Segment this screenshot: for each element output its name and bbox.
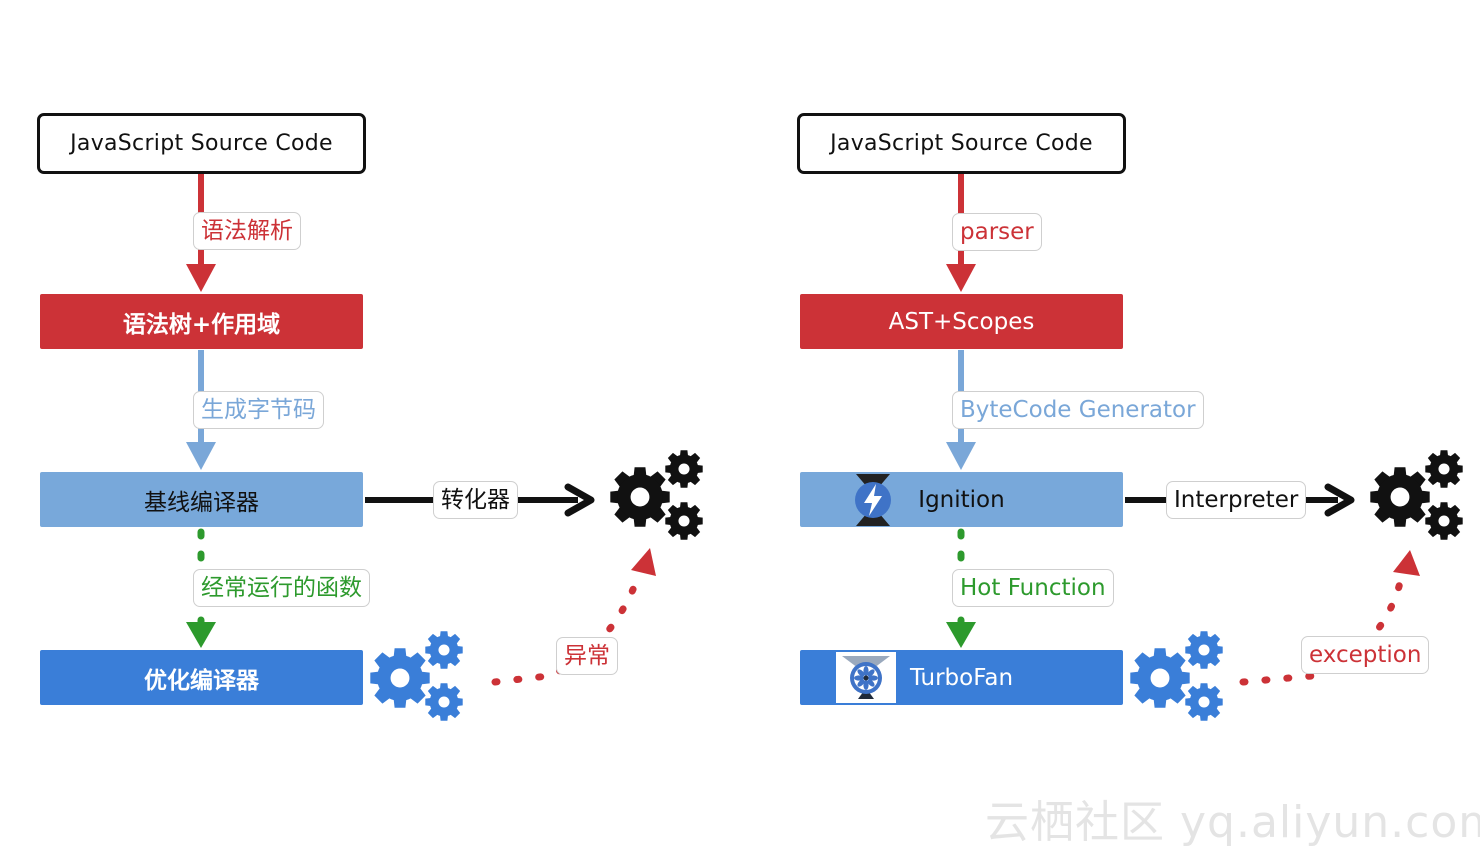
right-bytecode-generator-label: ByteCode Generator [952,391,1204,429]
right-ast-box: AST+Scopes [800,294,1123,349]
left-source-code-box: JavaScript Source Code [37,113,366,174]
left-black-gears-icon [610,450,702,539]
right-source-code-box: JavaScript Source Code [797,113,1126,174]
turbofan-logo-icon [836,652,896,703]
right-parser-label: parser [952,213,1042,251]
right-ignition-text: Ignition [918,486,1005,513]
right-turbofan-text: TurboFan [909,664,1014,691]
right-ignition-box: Ignition [800,472,1123,527]
left-exception-arrow [491,548,656,686]
left-hot-function-label: 经常运行的函数 [193,569,370,607]
left-baseline-compiler-box: 基线编译器 [40,472,363,527]
left-exception-label: 异常 [556,637,618,675]
right-turbofan-box: TurboFan [800,650,1123,705]
left-convert-label: 转化器 [433,481,518,519]
left-blue-gears-icon [370,631,462,720]
left-bytecode-label: 生成字节码 [193,391,324,429]
left-ast-text: 语法树+作用域 [122,311,281,338]
right-hot-function-label: Hot Function [952,569,1114,607]
left-source-code-text: JavaScript Source Code [70,131,333,156]
right-black-gears-icon [1370,450,1462,539]
right-interpreter-label: Interpreter [1166,481,1307,519]
right-blue-gears-icon [1130,631,1222,720]
left-parse-label: 语法解析 [193,212,301,250]
left-optimizing-compiler-box: 优化编译器 [40,650,363,705]
watermark: 云栖社区 yq.aliyun.com [985,797,1480,848]
right-source-code-text: JavaScript Source Code [830,131,1093,156]
left-baseline-compiler-text: 基线编译器 [144,489,259,516]
left-optimizing-compiler-text: 优化编译器 [144,667,259,694]
right-ast-text: AST+Scopes [888,308,1035,335]
left-ast-box: 语法树+作用域 [40,294,363,349]
right-exception-label: exception [1301,636,1430,674]
ignition-logo-icon [855,474,891,526]
